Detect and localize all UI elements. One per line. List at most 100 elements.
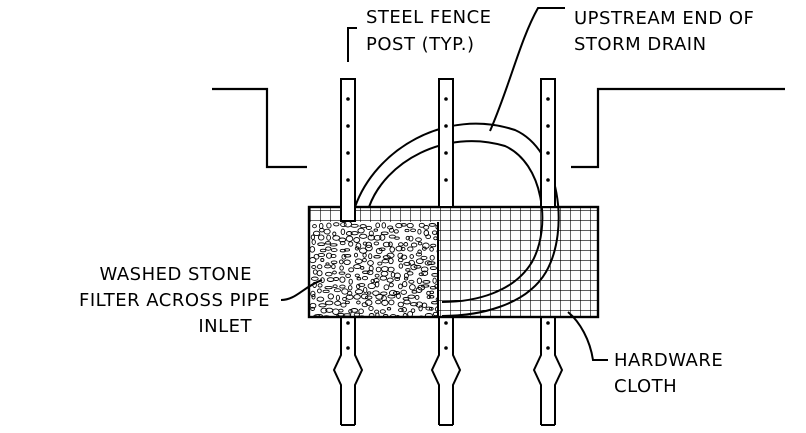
stone-texture [381, 222, 387, 229]
stone-texture [377, 261, 383, 266]
fence-post-center [438, 78, 454, 208]
label-steel-fence-post: STEEL FENCE POST (TYP.) [366, 7, 491, 55]
stone-texture [434, 306, 438, 313]
stone-texture [340, 302, 347, 308]
stone-texture [416, 277, 423, 285]
stone-texture [388, 257, 394, 265]
stone-texture [379, 275, 388, 281]
stone-texture [343, 259, 351, 266]
fence-post-left-base [332, 317, 364, 426]
stone-texture [368, 305, 374, 312]
stone-texture [360, 293, 369, 300]
stone-texture [333, 288, 341, 293]
stone-texture [353, 294, 361, 300]
stone-texture [381, 295, 387, 302]
stone-texture [397, 257, 404, 263]
label-storm-drain: UPSTREAM END OF STORM DRAIN [574, 8, 754, 55]
stone-texture [404, 228, 410, 233]
stone-texture [407, 311, 414, 316]
stone-texture [375, 299, 382, 305]
stone-texture [417, 249, 422, 255]
stone-texture [426, 295, 432, 300]
stone-texture [343, 313, 352, 316]
fence-post-center-base [430, 317, 462, 426]
stone-texture [354, 246, 360, 251]
stone-texture [358, 308, 364, 315]
stone-texture [388, 282, 394, 288]
stone-texture [403, 276, 409, 281]
stone-texture [406, 271, 414, 276]
stone-texture [387, 294, 396, 299]
stone-texture [403, 261, 411, 266]
stone-texture [333, 277, 340, 281]
stone-texture [421, 302, 428, 308]
stone-texture [434, 283, 438, 289]
stone-texture [317, 234, 325, 241]
stone-texture [332, 270, 337, 275]
stone-texture [354, 258, 363, 264]
stone-texture [425, 306, 433, 311]
stone-texture [311, 265, 317, 269]
stone-texture [361, 275, 369, 281]
stone-texture [339, 276, 346, 283]
stone-texture [398, 283, 403, 290]
stone-texture [383, 284, 390, 291]
stone-texture [358, 283, 366, 287]
label-hardware-cloth-line2: CLOTH [614, 376, 677, 397]
stone-texture [335, 294, 340, 301]
stone-texture [409, 302, 419, 307]
stone-texture [397, 301, 404, 308]
stone-texture [420, 266, 429, 273]
stone-texture [340, 228, 346, 236]
stone-texture [424, 313, 433, 316]
stone-texture [365, 241, 373, 249]
stone-texture [347, 290, 353, 296]
label-washed-stone-line2: FILTER ACROSS PIPE [79, 290, 270, 311]
stone-texture [360, 266, 365, 270]
ground-line-right [571, 87, 785, 169]
stone-texture [357, 227, 365, 234]
stone-texture [421, 270, 429, 276]
stone-texture [424, 260, 432, 266]
stone-texture [355, 242, 362, 249]
stone-texture [368, 253, 373, 260]
stone-texture [368, 230, 374, 237]
stone-texture [368, 313, 375, 316]
stone-texture [345, 294, 354, 300]
stone-texture [388, 289, 398, 297]
stone-texture [362, 270, 370, 275]
stone-texture [430, 243, 437, 248]
stone-texture [350, 308, 359, 313]
stone-texture [338, 308, 344, 313]
stone-texture [428, 306, 434, 311]
stone-texture [398, 263, 404, 269]
stone-texture [330, 253, 337, 259]
stone-texture [342, 296, 347, 302]
stone-texture [350, 231, 359, 236]
stone-texture [350, 223, 359, 228]
stone-texture [345, 235, 354, 242]
stone-texture [387, 266, 395, 273]
stone-texture [409, 284, 416, 291]
stone-texture [426, 261, 436, 265]
fence-post-right-base [532, 317, 564, 426]
stone-texture [386, 277, 394, 283]
stone-texture [331, 264, 336, 270]
stone-texture [395, 222, 403, 229]
stone-texture [388, 241, 393, 248]
stone-texture [353, 237, 361, 243]
stone-texture [326, 222, 332, 229]
stone-texture [348, 278, 353, 285]
stone-texture [435, 224, 438, 231]
stone-texture [410, 242, 418, 248]
stone-texture [375, 293, 384, 300]
stone-texture [408, 279, 415, 284]
stone-texture [361, 302, 368, 308]
stone-texture [428, 223, 436, 227]
fence-post-right [540, 78, 556, 208]
stone-texture [410, 308, 416, 313]
stone-texture [337, 312, 345, 316]
stone-texture [310, 257, 317, 264]
stone-texture [420, 284, 430, 288]
